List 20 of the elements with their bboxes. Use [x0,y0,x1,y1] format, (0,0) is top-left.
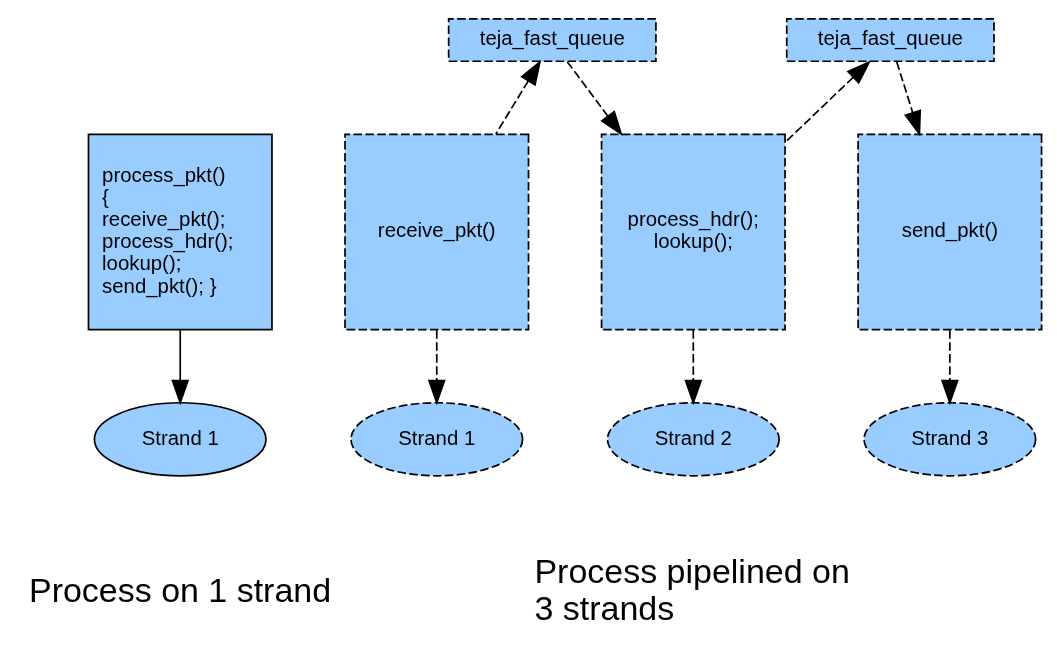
node-box: teja_fast_queue [447,17,657,63]
arrow [895,61,922,137]
arrow [684,329,703,406]
arrow [171,329,190,406]
node-box: process_hdr(); lookup(); [600,133,786,331]
node-ellipse: Strand 2 [606,401,780,477]
label: Process pipelined on 3 strands [534,551,850,628]
node-ellipse: Strand 1 [93,401,267,477]
arrow [566,61,623,136]
node-ellipse: Strand 1 [350,401,524,477]
node-box: receive_pkt() [344,133,530,331]
node-box: teja_fast_queue [785,17,995,63]
node-box: send_pkt() [857,133,1043,331]
arrow [940,329,959,406]
label: Process on 1 strand [29,570,332,609]
node-box: process_pkt() { receive_pkt(); process_hdr(); lookup(); send_pkt(); } [87,133,273,331]
arrow [784,60,872,144]
arrow [427,329,446,406]
arrow [494,59,542,135]
node-ellipse: Strand 3 [863,401,1037,477]
